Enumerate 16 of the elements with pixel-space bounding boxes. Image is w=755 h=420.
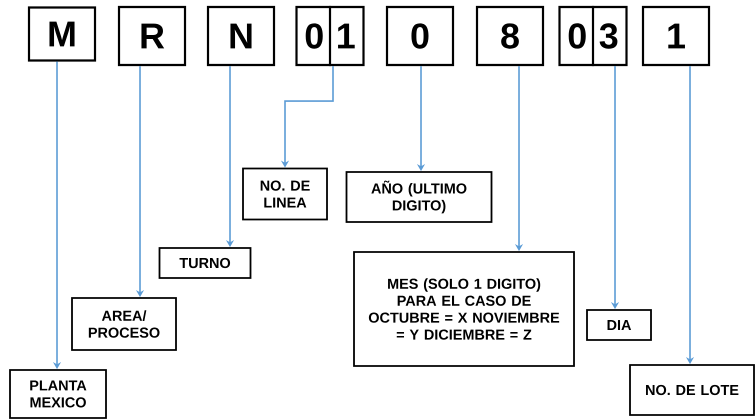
- description-box: MES (SOLO 1 DIGITO) PARA EL CASO DE OCTUBRE = X NOVIEMBRE = Y DICIEMBRE = Z: [353, 251, 575, 367]
- description-box: AREA/ PROCESO: [71, 297, 177, 351]
- code-character-box: 0 3: [558, 6, 628, 66]
- code-character-box: 0 1: [295, 6, 365, 66]
- code-character-box: 0: [386, 6, 454, 66]
- description-box: NO. DE LINEA: [242, 168, 328, 220]
- code-character-box: N: [206, 6, 276, 66]
- description-box: NO. DE LOTE: [629, 364, 755, 416]
- description-box: DIA: [586, 309, 652, 341]
- code-character-box: M: [28, 6, 96, 62]
- description-box: AÑO (ULTIMO DIGITO): [346, 171, 492, 223]
- code-character-box: R: [118, 6, 186, 66]
- code-character-box: 1: [642, 6, 710, 66]
- description-box: TURNO: [158, 247, 252, 279]
- description-box: PLANTA MEXICO: [9, 369, 107, 419]
- code-character-box: 8: [476, 6, 544, 66]
